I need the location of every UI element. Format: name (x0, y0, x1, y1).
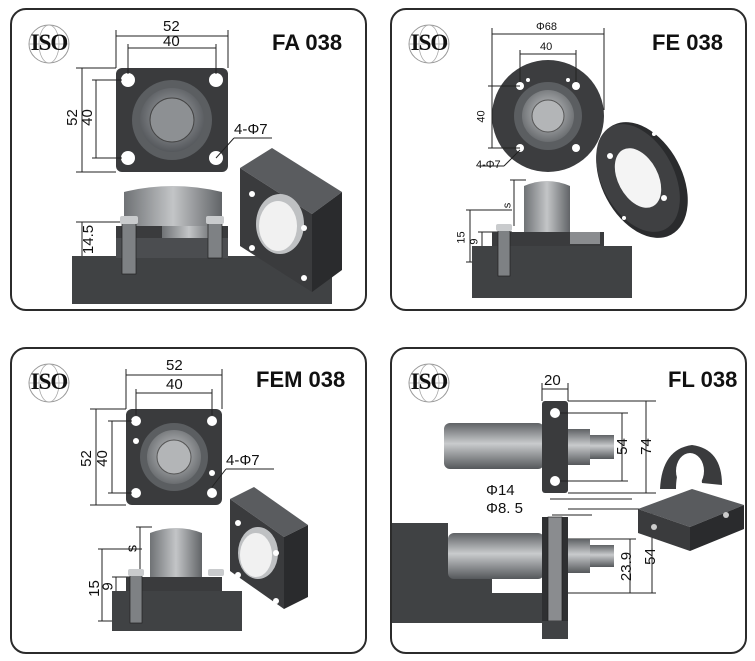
panel-title: FEM 038 (256, 367, 346, 392)
dim-outer-height: 52 (63, 109, 81, 126)
dim-height-9: 9 (99, 582, 117, 591)
iso-logo: ISO (26, 22, 72, 66)
dim-outer-width: 52 (163, 18, 180, 35)
dim-holes: 4-Φ7 (226, 452, 260, 469)
dim-width-20: 20 (544, 372, 561, 389)
dim-inner-height: 40 (475, 110, 488, 123)
dim-inner-height: 40 (93, 450, 111, 467)
round-flange-isometric (596, 122, 688, 238)
dim-diameter: Φ68 (536, 21, 558, 33)
dim-inner-width: 40 (163, 33, 180, 50)
fa-038-drawing (72, 30, 342, 304)
dim-diameter-14: Φ14 (486, 482, 515, 499)
dim-outer-width: 52 (166, 357, 183, 374)
iso-logo-text: ISO (410, 369, 449, 394)
iso-logo-text: ISO (30, 30, 69, 55)
iso-logo-text: ISO (30, 369, 69, 394)
panel-title: FL 038 (668, 367, 738, 392)
dim-s: s (123, 544, 141, 553)
flange-plate-isometric (230, 487, 308, 609)
dim-height-9: 9 (468, 238, 481, 245)
dim-height-54-side: 54 (641, 548, 659, 565)
dim-diameter-8-5: Φ8. 5 (486, 500, 523, 517)
fem-038-drawing (90, 369, 308, 631)
dim-height-74: 74 (637, 438, 655, 455)
dim-height-15: 15 (455, 231, 468, 244)
foot-mount-isometric (638, 445, 744, 551)
flange-plate-isometric (240, 148, 342, 292)
round-flange-top-view (492, 60, 604, 172)
iso-logo: ISO (406, 361, 452, 405)
dim-inner-height: 40 (78, 109, 96, 126)
dim-height-54: 54 (613, 438, 631, 455)
flange-plate-top-view (116, 68, 228, 172)
iso-logo-text: ISO (410, 30, 449, 55)
dim-height-23-9: 23.9 (618, 551, 636, 582)
cylinder-side-section (472, 181, 632, 298)
panel-fem-038: ISO FEM 038 52 40 52 40 4-Φ7 s 15 9 (10, 347, 367, 654)
dim-outer-height: 52 (77, 450, 95, 467)
dim-inner-width: 40 (166, 376, 183, 393)
foot-mount-top-view (444, 401, 614, 493)
dim-holes: 4-Φ7 (234, 121, 268, 138)
dim-depth: 14.5 (80, 224, 98, 255)
iso-logo: ISO (406, 22, 452, 66)
panel-title: FE 038 (652, 30, 723, 55)
cylinder-side-section (112, 528, 242, 631)
panel-fa-038: ISO FA 038 52 40 52 40 4-Φ7 14.5 (10, 8, 367, 311)
iso-logo: ISO (26, 361, 72, 405)
foot-mount-side-section (392, 516, 614, 639)
fe-038-drawing (466, 28, 688, 298)
fl-038-drawing (392, 383, 744, 639)
dim-holes: 4-Φ7 (476, 159, 501, 171)
dim-s: s (501, 202, 514, 209)
dim-inner-width: 40 (540, 41, 553, 53)
panel-fl-038: ISO FL 038 20 54 74 Φ14 Φ8. 5 23.9 54 (390, 347, 747, 654)
flange-plate-top-view (126, 409, 222, 505)
panel-title: FA 038 (272, 30, 343, 55)
panel-fe-038: ISO FE 038 Φ68 40 40 4-Φ7 s 15 9 (390, 8, 747, 311)
